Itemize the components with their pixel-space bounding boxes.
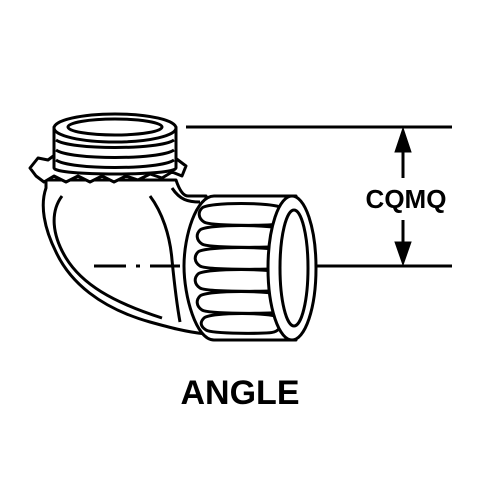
caption: ANGLE (181, 374, 300, 412)
dimension-arrow-down (394, 220, 412, 267)
coupling-nut (182, 194, 318, 342)
dimension-label: CQMQ (366, 184, 447, 214)
elbow-body (41, 178, 208, 336)
dimension-arrow-up (394, 126, 412, 178)
threaded-nipple (52, 112, 178, 176)
